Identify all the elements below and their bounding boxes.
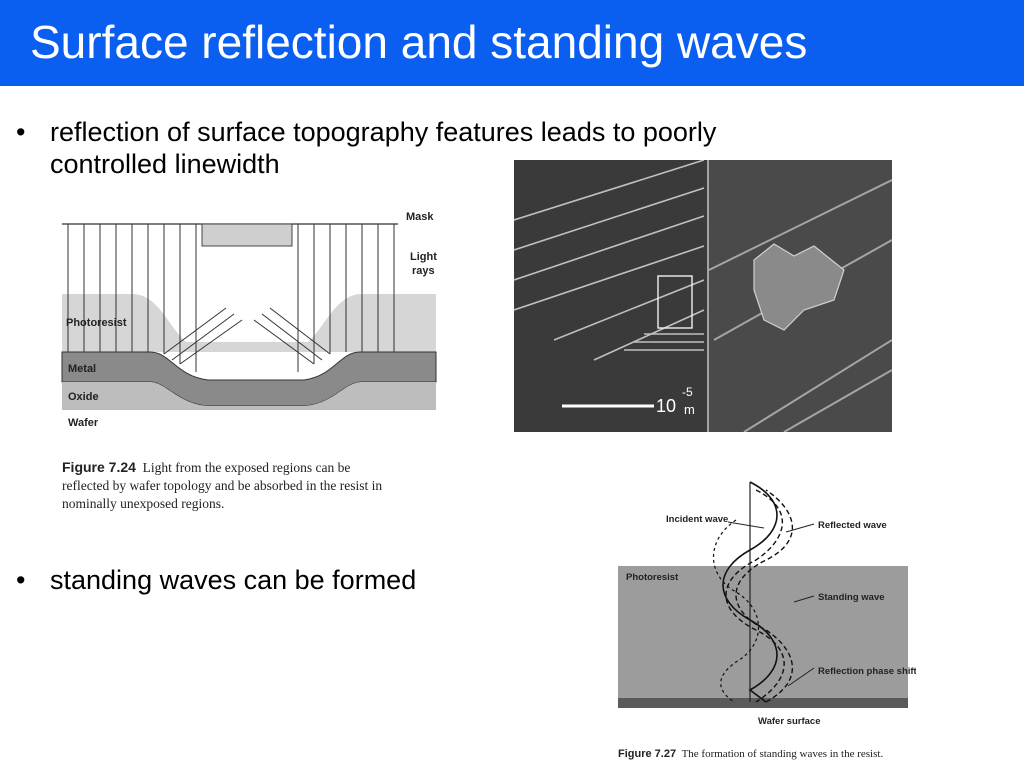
label-mask: Mask (406, 211, 434, 223)
standing-wave-diagram: Incident wave Reflected wave Photoresist… (616, 480, 916, 732)
bullet-marker: • (16, 117, 26, 147)
bullet-text-line1: reflection of surface topography feature… (50, 117, 717, 147)
figure-727-caption: Figure 7.27 The formation of standing wa… (618, 746, 958, 764)
slide-title: Surface reflection and standing waves (30, 16, 808, 68)
bullet-reflection: • reflection of surface topography featu… (16, 116, 916, 182)
scale-exponent: -5 (682, 385, 693, 399)
bullet-text-line2: controlled linewidth (50, 149, 280, 179)
label-wafer: Wafer (68, 417, 99, 429)
bullet-marker: • (16, 565, 26, 595)
caption-id: Figure 7.24 (62, 459, 136, 475)
scale-number: 10 (656, 396, 676, 416)
label-wafer-surface: Wafer surface (758, 716, 820, 727)
label-light: Light (410, 251, 437, 263)
caption-line1: Light from the exposed regions can be (142, 460, 351, 475)
label-rays: rays (412, 265, 435, 277)
label-standing-wave: Standing wave (818, 592, 885, 603)
reflection-diagram: Mask Light rays Photoresist Metal Oxide … (58, 204, 450, 436)
caption-line3: nominally unexposed regions. (62, 496, 225, 511)
caption-line2: reflected by wafer topology and be absor… (62, 478, 383, 493)
title-bar: Surface reflection and standing waves (0, 0, 1024, 86)
label-photoresist: Photoresist (626, 572, 679, 583)
label-oxide: Oxide (68, 391, 99, 403)
caption-id: Figure 7.27 (618, 748, 677, 760)
label-reflected-wave: Reflected wave (818, 520, 887, 531)
sem-micrograph: 10 -5 m (514, 160, 892, 432)
caption-text: The formation of standing waves in the r… (681, 748, 884, 760)
label-incident-wave: Incident wave (666, 514, 728, 525)
figure-724-caption: Figure 7.24 Light from the exposed regio… (62, 458, 462, 518)
bullet-text: standing waves can be formed (50, 565, 417, 595)
label-photoresist: Photoresist (66, 317, 127, 329)
label-phase-shift: Reflection phase shift (818, 666, 916, 677)
scale-unit: m (684, 402, 695, 417)
bullet-standing-waves: • standing waves can be formed (16, 564, 536, 598)
label-metal: Metal (68, 363, 96, 375)
